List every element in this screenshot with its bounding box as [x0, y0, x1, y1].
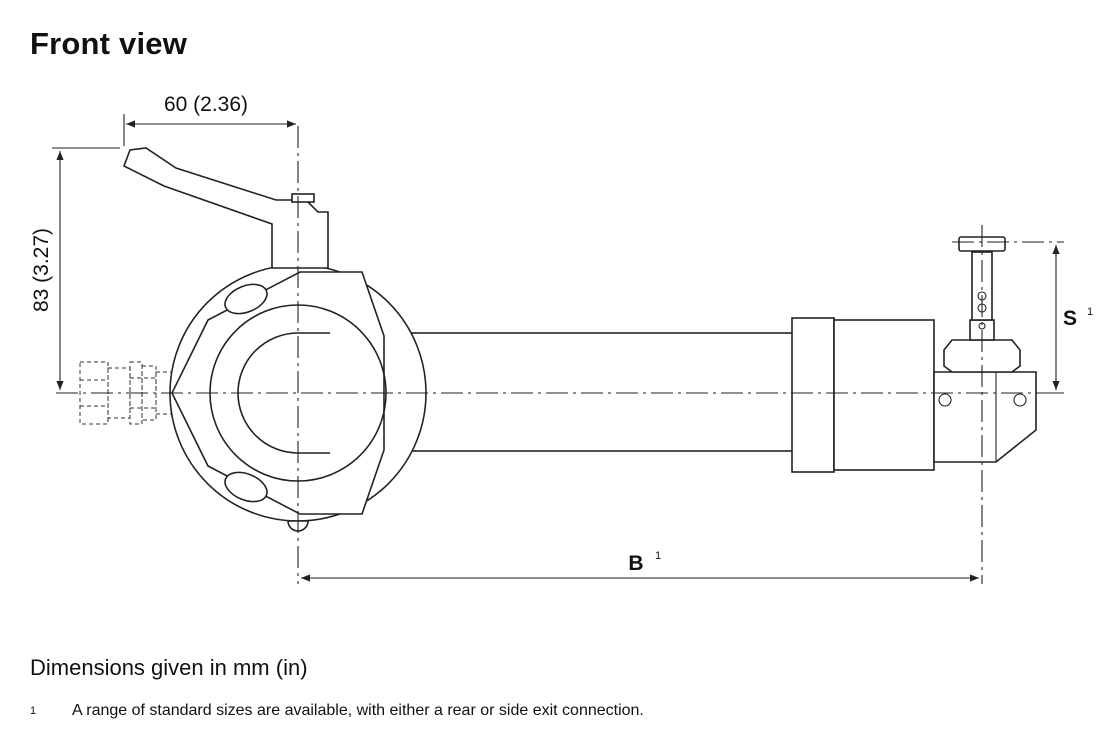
center-lines [56, 126, 1064, 584]
height-dimension-label: 83 (3.27) [30, 228, 53, 312]
dimension-s: S 1 [1036, 245, 1093, 394]
footnote-text: A range of standard sizes are available,… [72, 702, 644, 719]
stylus-holder [943, 236, 1021, 373]
dimension-width: 60 (2.36) [123, 93, 296, 146]
s-dimension-label: S [1063, 307, 1077, 330]
dimension-b: B 1 [301, 550, 979, 582]
width-dimension-label: 60 (2.36) [164, 93, 248, 116]
units-note: Dimensions given in mm (in) [30, 655, 308, 680]
b-dimension-superscript: 1 [655, 550, 661, 562]
dimension-height: 83 (3.27) [30, 147, 120, 390]
clamp-lever [122, 147, 329, 269]
b-dimension-label: B [628, 552, 643, 575]
page-title: Front view [30, 26, 188, 61]
footnote-mark: 1 [30, 705, 37, 717]
s-dimension-superscript: 1 [1087, 306, 1093, 318]
